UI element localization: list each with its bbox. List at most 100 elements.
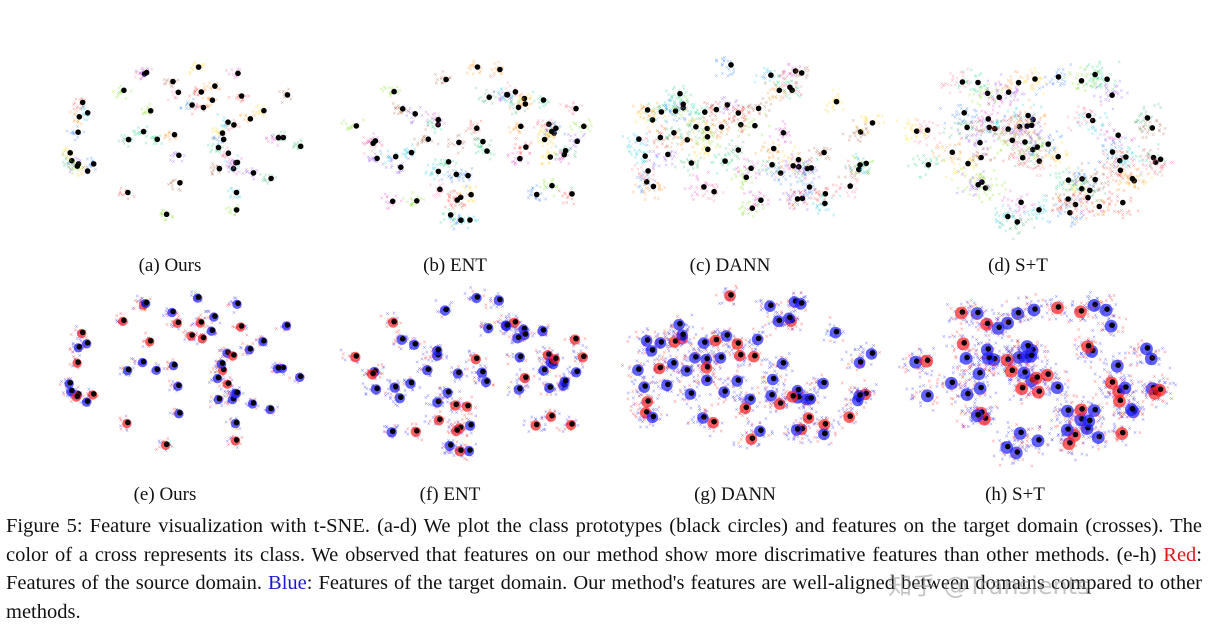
feature-cross: ×	[687, 117, 691, 125]
feature-cross: ×	[214, 128, 218, 136]
feature-cross: ×	[711, 121, 715, 129]
feature-cross: ×	[559, 156, 563, 164]
feature-cross: ×	[551, 132, 555, 140]
feature-cross: ×	[209, 102, 213, 110]
feature-cross: ×	[1085, 119, 1089, 127]
feature-cross: ×	[687, 152, 691, 160]
feature-cross: ×	[735, 106, 739, 114]
feature-cross: ×	[1121, 169, 1125, 177]
feature-cross: ×	[1048, 162, 1052, 170]
feature-cross: ×	[694, 140, 698, 148]
feature-cross: ×	[785, 130, 789, 138]
feature-cross: ×	[1121, 161, 1125, 169]
feature-cross: ×	[447, 193, 451, 201]
feature-cross: ×	[76, 155, 80, 163]
feature-cross: ×	[726, 159, 730, 167]
feature-cross: ×	[1054, 170, 1058, 178]
feature-cross: ×	[452, 226, 456, 234]
feature-cross: ×	[498, 95, 502, 103]
feature-cross: ×	[815, 202, 819, 210]
feature-cross: ×	[1022, 159, 1026, 167]
class-prototype	[722, 158, 728, 164]
feature-cross: ×	[554, 155, 558, 163]
feature-cross: ×	[863, 163, 867, 171]
feature-cross: ×	[404, 152, 408, 160]
feature-cross: ×	[855, 154, 859, 162]
feature-cross: ×	[164, 132, 168, 140]
feature-cross: ×	[140, 106, 144, 114]
feature-cross: ×	[448, 74, 452, 82]
feature-cross: ×	[1081, 195, 1085, 203]
feature-cross: ×	[652, 187, 656, 195]
feature-cross: ×	[528, 192, 532, 200]
feature-cross: ×	[642, 104, 646, 112]
feature-cross: ×	[860, 126, 864, 134]
feature-cross: ×	[807, 168, 811, 176]
feature-cross: ×	[694, 110, 698, 118]
feature-cross: ×	[376, 134, 380, 142]
feature-cross: ×	[791, 190, 795, 198]
feature-cross: ×	[259, 171, 263, 179]
feature-cross: ×	[474, 218, 478, 226]
class-prototype	[1120, 199, 1126, 206]
feature-cross: ×	[742, 114, 746, 122]
feature-cross: ×	[786, 163, 790, 171]
feature-cross: ×	[634, 139, 638, 147]
feature-cross: ×	[817, 188, 821, 196]
feature-cross: ×	[1062, 191, 1066, 199]
feature-cross: ×	[439, 156, 443, 164]
feature-cross: ×	[342, 117, 346, 125]
feature-cross: ×	[930, 147, 934, 155]
feature-cross: ×	[1069, 61, 1073, 69]
feature-cross: ×	[777, 148, 781, 156]
class-prototype	[454, 197, 460, 203]
feature-cross: ×	[1142, 181, 1146, 189]
feature-cross: ×	[741, 199, 745, 207]
feature-cross: ×	[176, 77, 180, 85]
feature-cross: ×	[224, 205, 228, 213]
feature-cross: ×	[697, 111, 701, 119]
feature-cross: ×	[124, 187, 128, 195]
feature-cross: ×	[524, 140, 528, 148]
feature-cross: ×	[789, 89, 793, 97]
feature-cross: ×	[68, 109, 72, 117]
feature-cross: ×	[634, 119, 638, 127]
feature-cross: ×	[636, 109, 640, 117]
feature-cross: ×	[1122, 187, 1126, 195]
feature-cross: ×	[989, 128, 993, 136]
feature-cross: ×	[1016, 96, 1020, 104]
feature-cross: ×	[1079, 199, 1083, 207]
feature-cross: ×	[1026, 158, 1030, 166]
feature-cross: ×	[167, 181, 171, 189]
feature-cross: ×	[170, 88, 174, 96]
feature-cross: ×	[865, 125, 869, 133]
feature-cross: ×	[453, 210, 457, 218]
feature-cross: ×	[1036, 162, 1040, 170]
feature-cross: ×	[702, 118, 706, 126]
class-prototype	[176, 152, 182, 159]
feature-cross: ×	[707, 127, 711, 135]
feature-cross: ×	[540, 124, 544, 132]
feature-cross: ×	[714, 126, 718, 134]
feature-cross: ×	[196, 91, 200, 99]
feature-cross: ×	[463, 173, 467, 181]
feature-cross: ×	[787, 79, 791, 87]
feature-cross: ×	[194, 61, 198, 69]
class-prototype	[1036, 207, 1042, 213]
feature-cross: ×	[984, 109, 988, 117]
feature-cross: ×	[1069, 71, 1073, 79]
feature-cross: ×	[973, 158, 977, 166]
feature-cross: ×	[757, 193, 761, 201]
feature-cross: ×	[1156, 141, 1160, 149]
feature-cross: ×	[774, 93, 778, 101]
class-prototype	[693, 124, 699, 130]
class-prototype	[649, 117, 656, 123]
feature-cross: ×	[244, 112, 248, 120]
feature-cross: ×	[72, 118, 76, 126]
feature-cross: ×	[851, 117, 855, 125]
feature-cross: ×	[1136, 166, 1140, 174]
feature-cross: ×	[544, 102, 548, 110]
feature-cross: ×	[741, 106, 745, 114]
feature-cross: ×	[443, 120, 447, 128]
feature-cross: ×	[172, 150, 176, 158]
